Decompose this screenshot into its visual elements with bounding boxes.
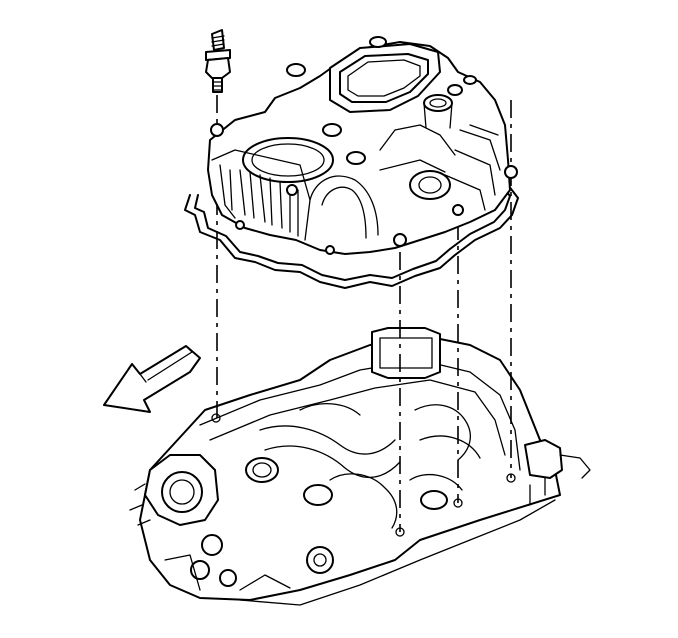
alignment-lines — [216, 95, 512, 532]
front-direction-arrow — [103, 345, 201, 413]
lower-intake-manifold — [129, 327, 591, 606]
manifold-gasket — [184, 174, 519, 289]
upper-intake-manifold — [207, 36, 518, 255]
manifold-stud-bolt — [205, 29, 231, 93]
